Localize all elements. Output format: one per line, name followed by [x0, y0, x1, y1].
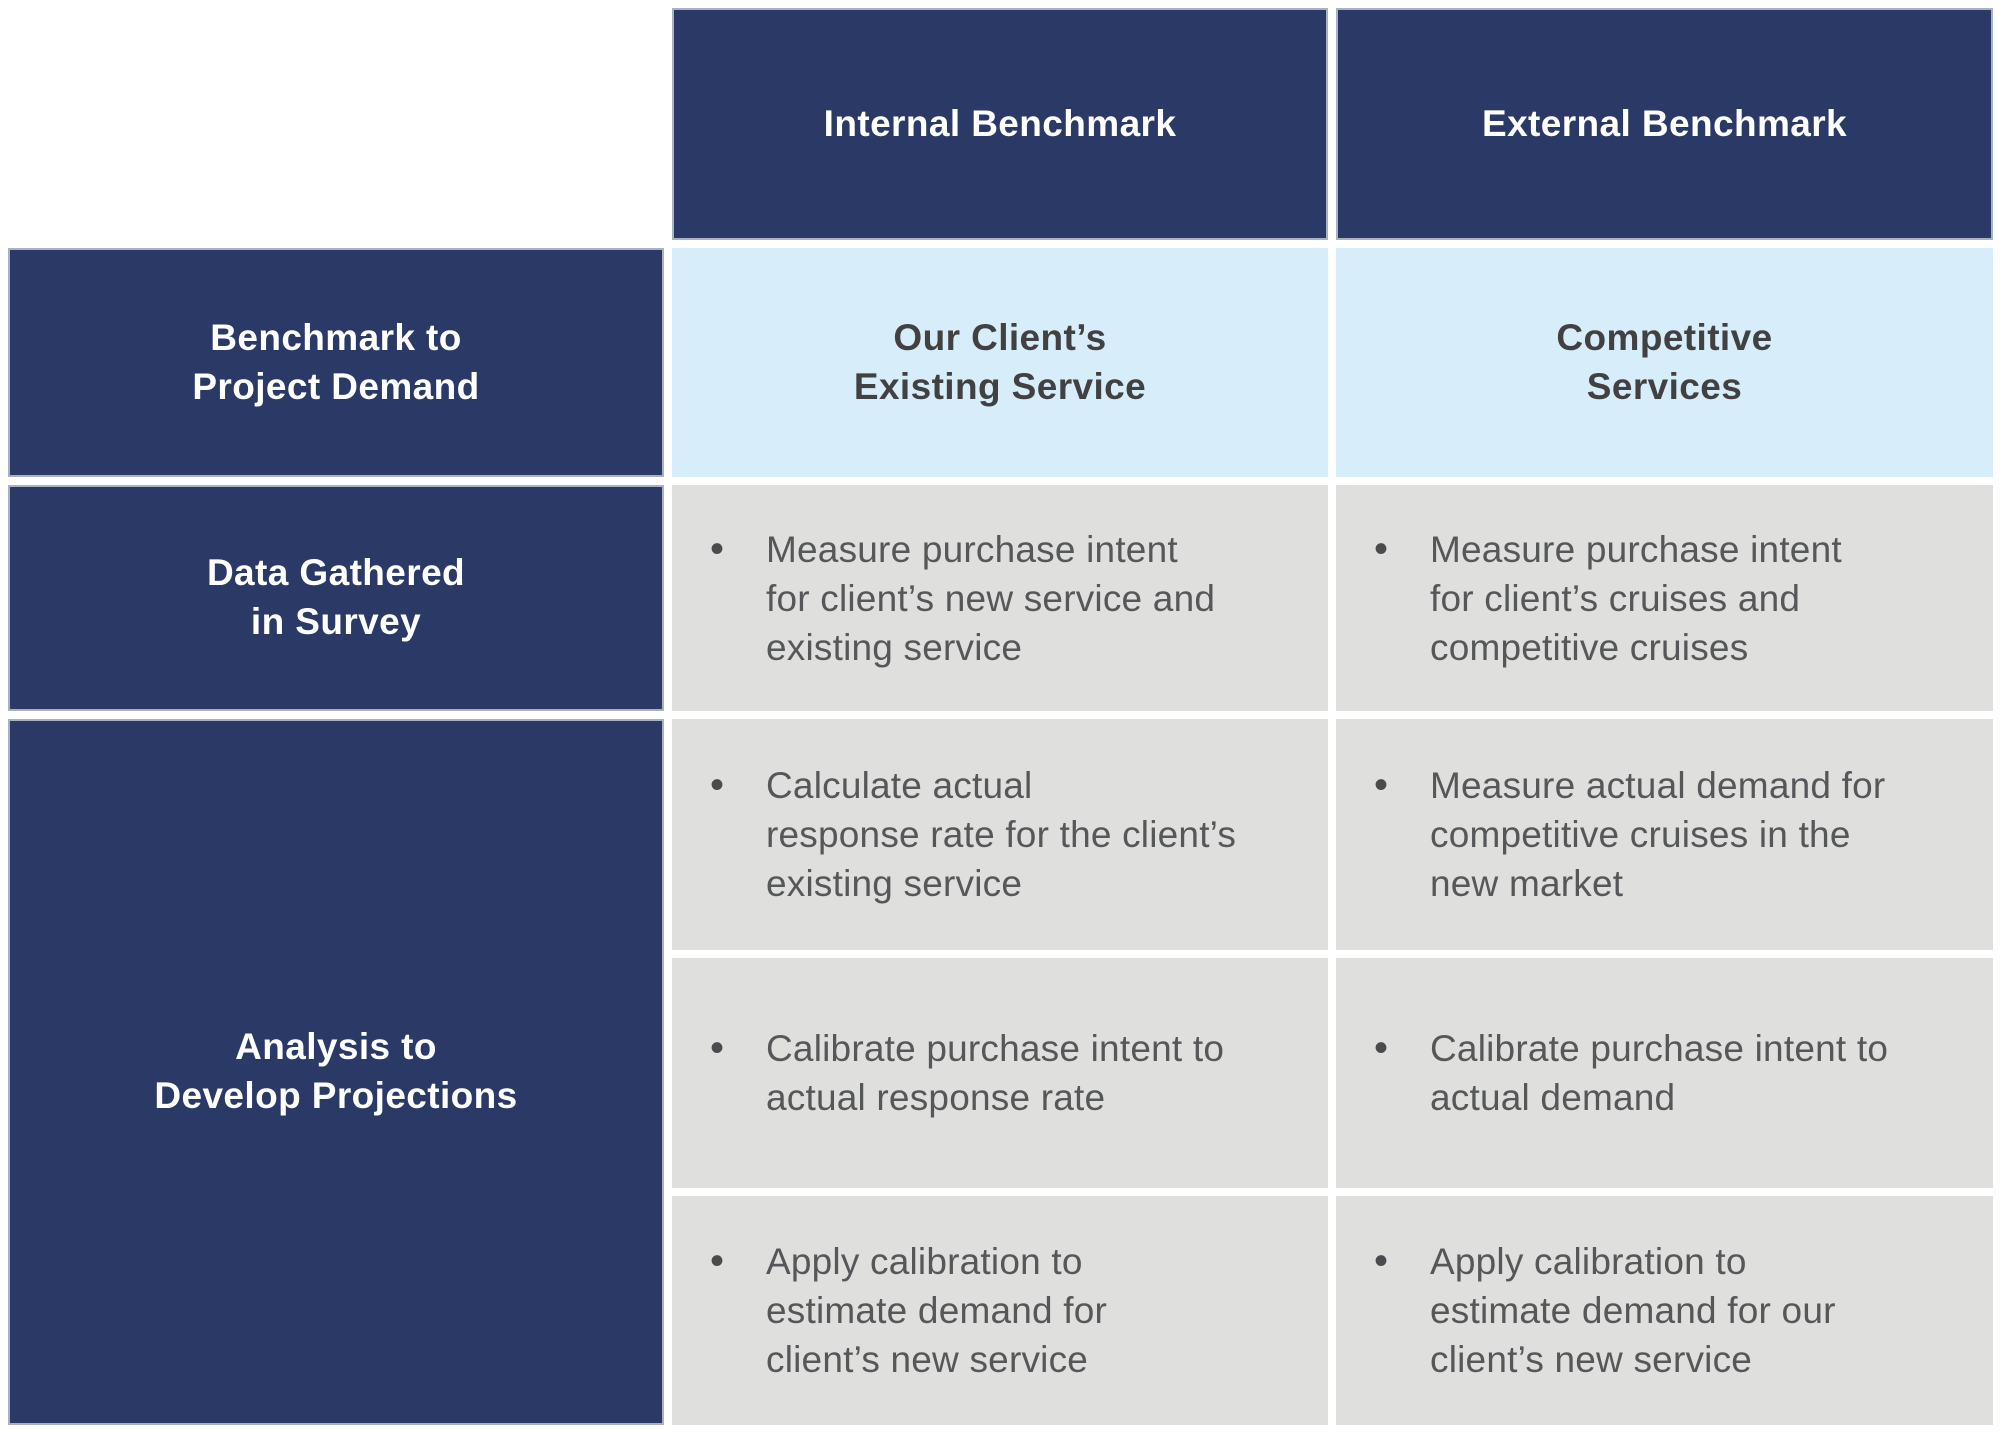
cell-analysis-step3-external: • Apply calibration to estimate demand f…: [1336, 1196, 1993, 1425]
bullet-icon: •: [710, 1026, 725, 1070]
cell-analysis-step1-external-text: Measure actual demand for competitive cr…: [1430, 765, 1886, 904]
bullet-item: • Apply calibration to estimate demand f…: [1336, 1237, 1844, 1384]
cell-benchmark-external: Competitive Services: [1336, 248, 1993, 477]
bullet-item: • Calibrate purchase intent to actual de…: [1336, 1024, 1896, 1122]
cell-analysis-step3-internal-text: Apply calibration to estimate demand for…: [766, 1241, 1108, 1380]
cell-benchmark-internal-text: Our Client’s Existing Service: [853, 316, 1147, 407]
cell-analysis-step2-internal-text: Calibrate purchase intent to actual resp…: [766, 1028, 1225, 1118]
cell-analysis-step1-internal: • Calculate actual response rate for the…: [672, 719, 1328, 950]
bullet-item: • Apply calibration to estimate demand f…: [672, 1237, 1115, 1384]
column-header-internal-label: Internal Benchmark: [823, 102, 1177, 144]
cell-analysis-step1-external: • Measure actual demand for competitive …: [1336, 719, 1993, 950]
bullet-icon: •: [1374, 1026, 1389, 1070]
cell-data-gathered-external-text: Measure purchase intent for client’s cru…: [1430, 528, 1842, 668]
bullet-item: • Calculate actual response rate for the…: [672, 761, 1244, 908]
cell-analysis-step2-external-text: Calibrate purchase intent to actual dema…: [1430, 1028, 1889, 1118]
cell-analysis-step2-external: • Calibrate purchase intent to actual de…: [1336, 958, 1993, 1188]
bullet-item: • Calibrate purchase intent to actual re…: [672, 1024, 1232, 1122]
empty-corner-cell: [8, 8, 664, 240]
row-label-data-gathered-in-survey: Data Gathered in Survey: [8, 485, 664, 711]
bullet-icon: •: [1374, 526, 1389, 571]
column-header-internal-benchmark: Internal Benchmark: [672, 8, 1328, 240]
cell-benchmark-internal: Our Client’s Existing Service: [672, 248, 1328, 477]
row-label-data-gathered-text: Data Gathered in Survey: [206, 552, 466, 642]
row-label-analysis-text: Analysis to Develop Projections: [154, 1026, 518, 1116]
bullet-icon: •: [710, 526, 725, 571]
cell-data-gathered-internal-text: Measure purchase intent for client’s new…: [766, 528, 1216, 668]
bullet-item: • Measure actual demand for competitive …: [1336, 761, 1893, 908]
cell-data-gathered-external: • Measure purchase intent for client’s c…: [1336, 485, 1993, 711]
cell-analysis-step1-internal-text: Calculate actual response rate for the c…: [766, 765, 1237, 904]
row-label-analysis-to-develop-projections: Analysis to Develop Projections: [8, 719, 664, 1425]
row-label-benchmark-text: Benchmark to Project Demand: [192, 316, 480, 407]
column-header-external-label: External Benchmark: [1481, 102, 1848, 144]
row-label-benchmark-to-project-demand: Benchmark to Project Demand: [8, 248, 664, 477]
bullet-item: • Measure purchase intent for client’s c…: [1336, 525, 1850, 672]
bullet-icon: •: [1374, 763, 1389, 807]
column-header-external-benchmark: External Benchmark: [1336, 8, 1993, 240]
bullet-icon: •: [710, 1239, 725, 1283]
bullet-item: • Measure purchase intent for client’s n…: [672, 525, 1223, 672]
cell-analysis-step3-internal: • Apply calibration to estimate demand f…: [672, 1196, 1328, 1425]
benchmark-comparison-table: Internal Benchmark External Benchmark Be…: [8, 8, 1993, 1425]
cell-analysis-step2-internal: • Calibrate purchase intent to actual re…: [672, 958, 1328, 1188]
bullet-icon: •: [710, 763, 725, 807]
cell-analysis-step3-external-text: Apply calibration to estimate demand for…: [1430, 1241, 1836, 1380]
cell-benchmark-external-text: Competitive Services: [1556, 316, 1773, 407]
cell-data-gathered-internal: • Measure purchase intent for client’s n…: [672, 485, 1328, 711]
bullet-icon: •: [1374, 1239, 1389, 1283]
